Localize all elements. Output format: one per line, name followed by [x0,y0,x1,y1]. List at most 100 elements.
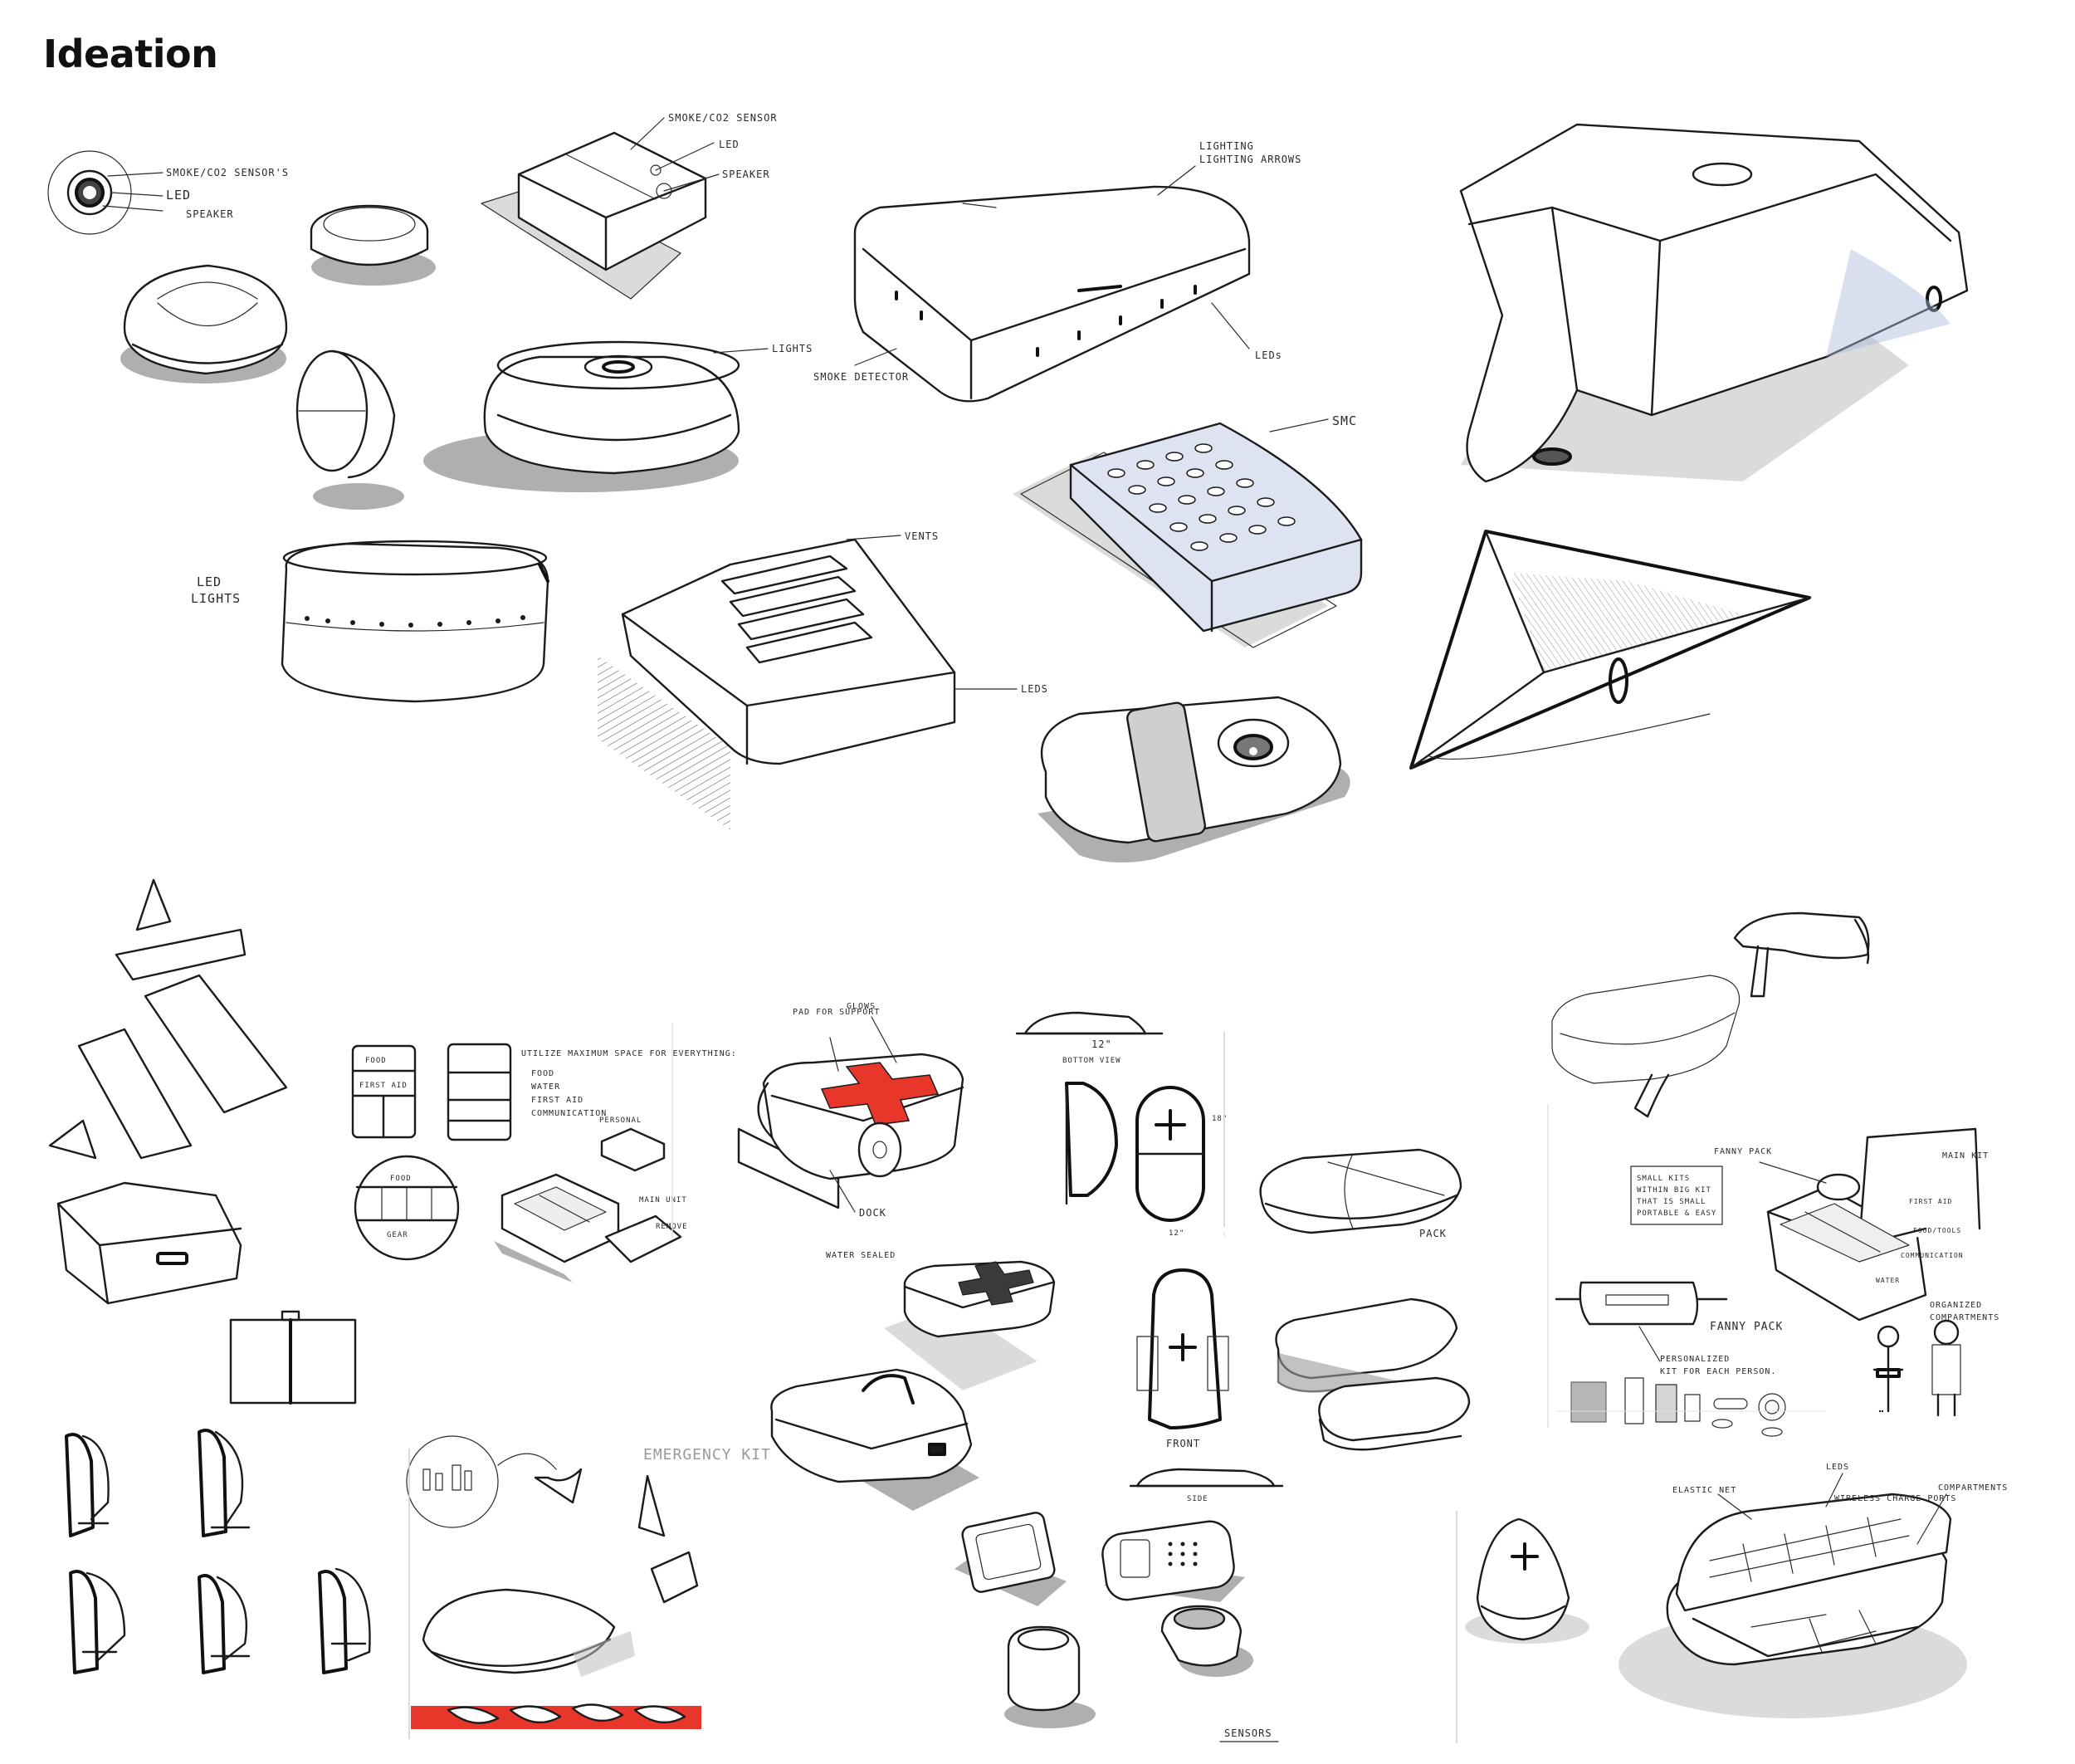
svg-text:12": 12" [1091,1038,1112,1050]
note-text: LED [166,188,191,203]
handle-profiles-sketch [65,1429,371,1674]
note-text: LIGHTING [1199,140,1254,152]
note-text: LED [719,139,740,150]
note-text: LED [197,574,222,589]
svg-text:GLOWS: GLOWS [847,1002,876,1011]
cone-pod-sketch [1456,1511,1589,1743]
svg-text:ELASTIC NET: ELASTIC NET [1672,1486,1736,1495]
note-text: SMC [1332,413,1357,428]
svg-text:FANNY PACK: FANNY PACK [1714,1147,1772,1156]
svg-text:MAIN KIT: MAIN KIT [1942,1151,1989,1161]
svg-text:LEDS: LEDS [1826,1463,1849,1472]
emergency-kit-sketch: EMERGENCY KIT [406,1435,771,1739]
svg-text:PERSONAL: PERSONAL [599,1117,642,1125]
plus-icon [1169,1333,1197,1361]
svg-text:COMMUNICATION: COMMUNICATION [1901,1252,1964,1259]
red-cross-kit-sketch: PAD FOR SUPPORT GLOWS DOCK [737,1002,964,1219]
open-clamshell-sketch: ELASTIC NET LEDS WIRELESS CHARGE PORTS C… [1618,1463,2008,1718]
note-text: SPEAKER [722,169,770,180]
svg-text:REMOVE: REMOVE [656,1223,688,1231]
svg-text:COMPARTMENTS: COMPARTMENTS [1938,1483,2008,1493]
hinged-box-sketch [229,1310,357,1405]
keypad-pads-sketch [954,1512,1245,1606]
note-text: LEDs [1255,349,1282,361]
dome-lights-sketch: LIGHTS [423,340,813,492]
svg-text:MAIN UNIT: MAIN UNIT [639,1196,687,1205]
svg-text:18": 18" [1212,1115,1228,1123]
svg-text:12": 12" [1169,1229,1184,1238]
flat-panel-sketch: LIGHTING LIGHTING ARROWS SMOKE DETECTOR … [813,140,1301,403]
svg-text:FOOD: FOOD [390,1175,412,1183]
svg-text:FOOD: FOOD [531,1069,554,1078]
triangle-hub-sketch [1409,530,1811,770]
svg-text:FANNY PACK: FANNY PACK [1710,1321,1783,1333]
red-cross-icon [820,1062,940,1126]
note-text: LIGHTING ARROWS [1199,154,1301,165]
profile-views-sketch: 12" BOTTOM VIEW 18" 12" [1015,1011,1228,1238]
plus-icon [1155,1109,1186,1141]
svg-text:FRONT: FRONT [1166,1438,1200,1449]
fanny-pack-kit-sketch: FANNY PACK MAIN KIT SMALL KITS WITHIN BI… [1630,1127,1989,1322]
square-detector-sketch: SMOKE/CO2 SENSOR LED SPEAKER [481,112,778,300]
svg-text:KIT FOR EACH PERSON.: KIT FOR EACH PERSON. [1660,1367,1776,1376]
long-case-sketch [1551,975,1741,1118]
arrow-icon [48,1119,97,1160]
svg-text:WATER SEALED: WATER SEALED [826,1251,896,1260]
svg-text:GEAR: GEAR [387,1231,408,1239]
round-layout-sketch: FOOD GEAR [354,1155,460,1261]
note-text: SMOKE/CO2 SENSOR'S [166,167,289,178]
led-drum-sketch: LED LIGHTS [191,540,549,703]
fanny-strap-sketch: FANNY PACK PERSONALIZED KIT FOR EACH PER… [1555,1281,1999,1376]
svg-text:PORTABLE & EASY: PORTABLE & EASY [1637,1209,1716,1218]
svg-text:WATER: WATER [1876,1277,1900,1284]
svg-text:WITHIN BIG KIT: WITHIN BIG KIT [1637,1186,1711,1195]
sensor-puck-sketch: SMOKE/CO2 SENSOR'S LED SPEAKER [47,150,289,235]
svg-text:PERSONALIZED: PERSONALIZED [1660,1355,1730,1364]
open-tray-sketch: PERSONAL MAIN UNIT REMOVE [494,1117,688,1283]
svg-text:PACK: PACK [1419,1228,1447,1239]
kit-layout-sketch: FOOD FIRST AID UTILIZE MAXIMUM SPACE FOR… [351,1043,737,1141]
standing-disc-sketch [295,349,404,510]
svg-text:SMALL KITS: SMALL KITS [1637,1175,1690,1183]
side-bar-sketch: SIDE [1129,1468,1284,1503]
grid-pad-sketch: SMC [1013,413,1363,648]
clip-sketch [1733,911,1870,998]
svg-text:THAT IS SMALL: THAT IS SMALL [1637,1198,1706,1206]
svg-text:DOCK: DOCK [859,1207,886,1219]
svg-text:FIRST AID: FIRST AID [359,1082,408,1090]
note-text: SMOKE/CO2 SENSOR [668,112,778,124]
svg-text:COMMUNICATION: COMMUNICATION [531,1109,607,1118]
svg-text:FOOD: FOOD [365,1057,387,1065]
plus-icon [1511,1542,1539,1571]
svg-text:COMPARTMENTS: COMPARTMENTS [1930,1313,1999,1322]
capsule-stack-sketch: PACK [1259,1148,1471,1451]
svg-text:PAD FOR SUPPORT: PAD FOR SUPPORT [793,1008,880,1017]
note-text: LIGHTS [191,591,241,606]
svg-text:BOTTOM VIEW: BOTTOM VIEW [1062,1057,1121,1065]
note-text: LIGHTS [772,343,813,354]
vented-box-sketch: VENTS LEDS [598,530,1048,830]
emergency-kit-label: EMERGENCY KIT [643,1446,771,1463]
water-kit-sketch: WATER SEALED [826,1251,1056,1390]
human-figure-icon [1872,1319,1961,1417]
svg-text:WIRELESS CHARGE PORTS: WIRELESS CHARGE PORTS [1834,1494,1956,1503]
svg-text:SENSORS: SENSORS [1224,1727,1272,1739]
note-text: SPEAKER [186,208,234,220]
round-puck-sketch [310,204,436,286]
svg-text:FIRST AID: FIRST AID [1909,1198,1952,1205]
svg-text:UTILIZE MAXIMUM SPACE FOR EVER: UTILIZE MAXIMUM SPACE FOR EVERYTHING: [521,1049,737,1058]
svg-text:WATER: WATER [531,1082,560,1092]
carry-kit-sketch [770,1368,979,1511]
exploded-panels-sketch [48,878,288,1160]
svg-text:FOOD/TOOLS: FOOD/TOOLS [1913,1227,1961,1234]
tapered-pod-sketch: FRONT [1136,1268,1229,1449]
svg-text:ORGANIZED: ORGANIZED [1930,1301,1982,1310]
note-text: LEDS [1021,683,1048,695]
items-lineup-sketch [1556,1377,1826,1437]
soft-pod-sketch [1038,696,1350,862]
note-text: SMOKE DETECTOR [813,371,909,383]
note-text: VENTS [905,530,939,542]
dome-bowl-sketch [120,264,288,384]
svg-text:SIDE: SIDE [1187,1495,1208,1503]
